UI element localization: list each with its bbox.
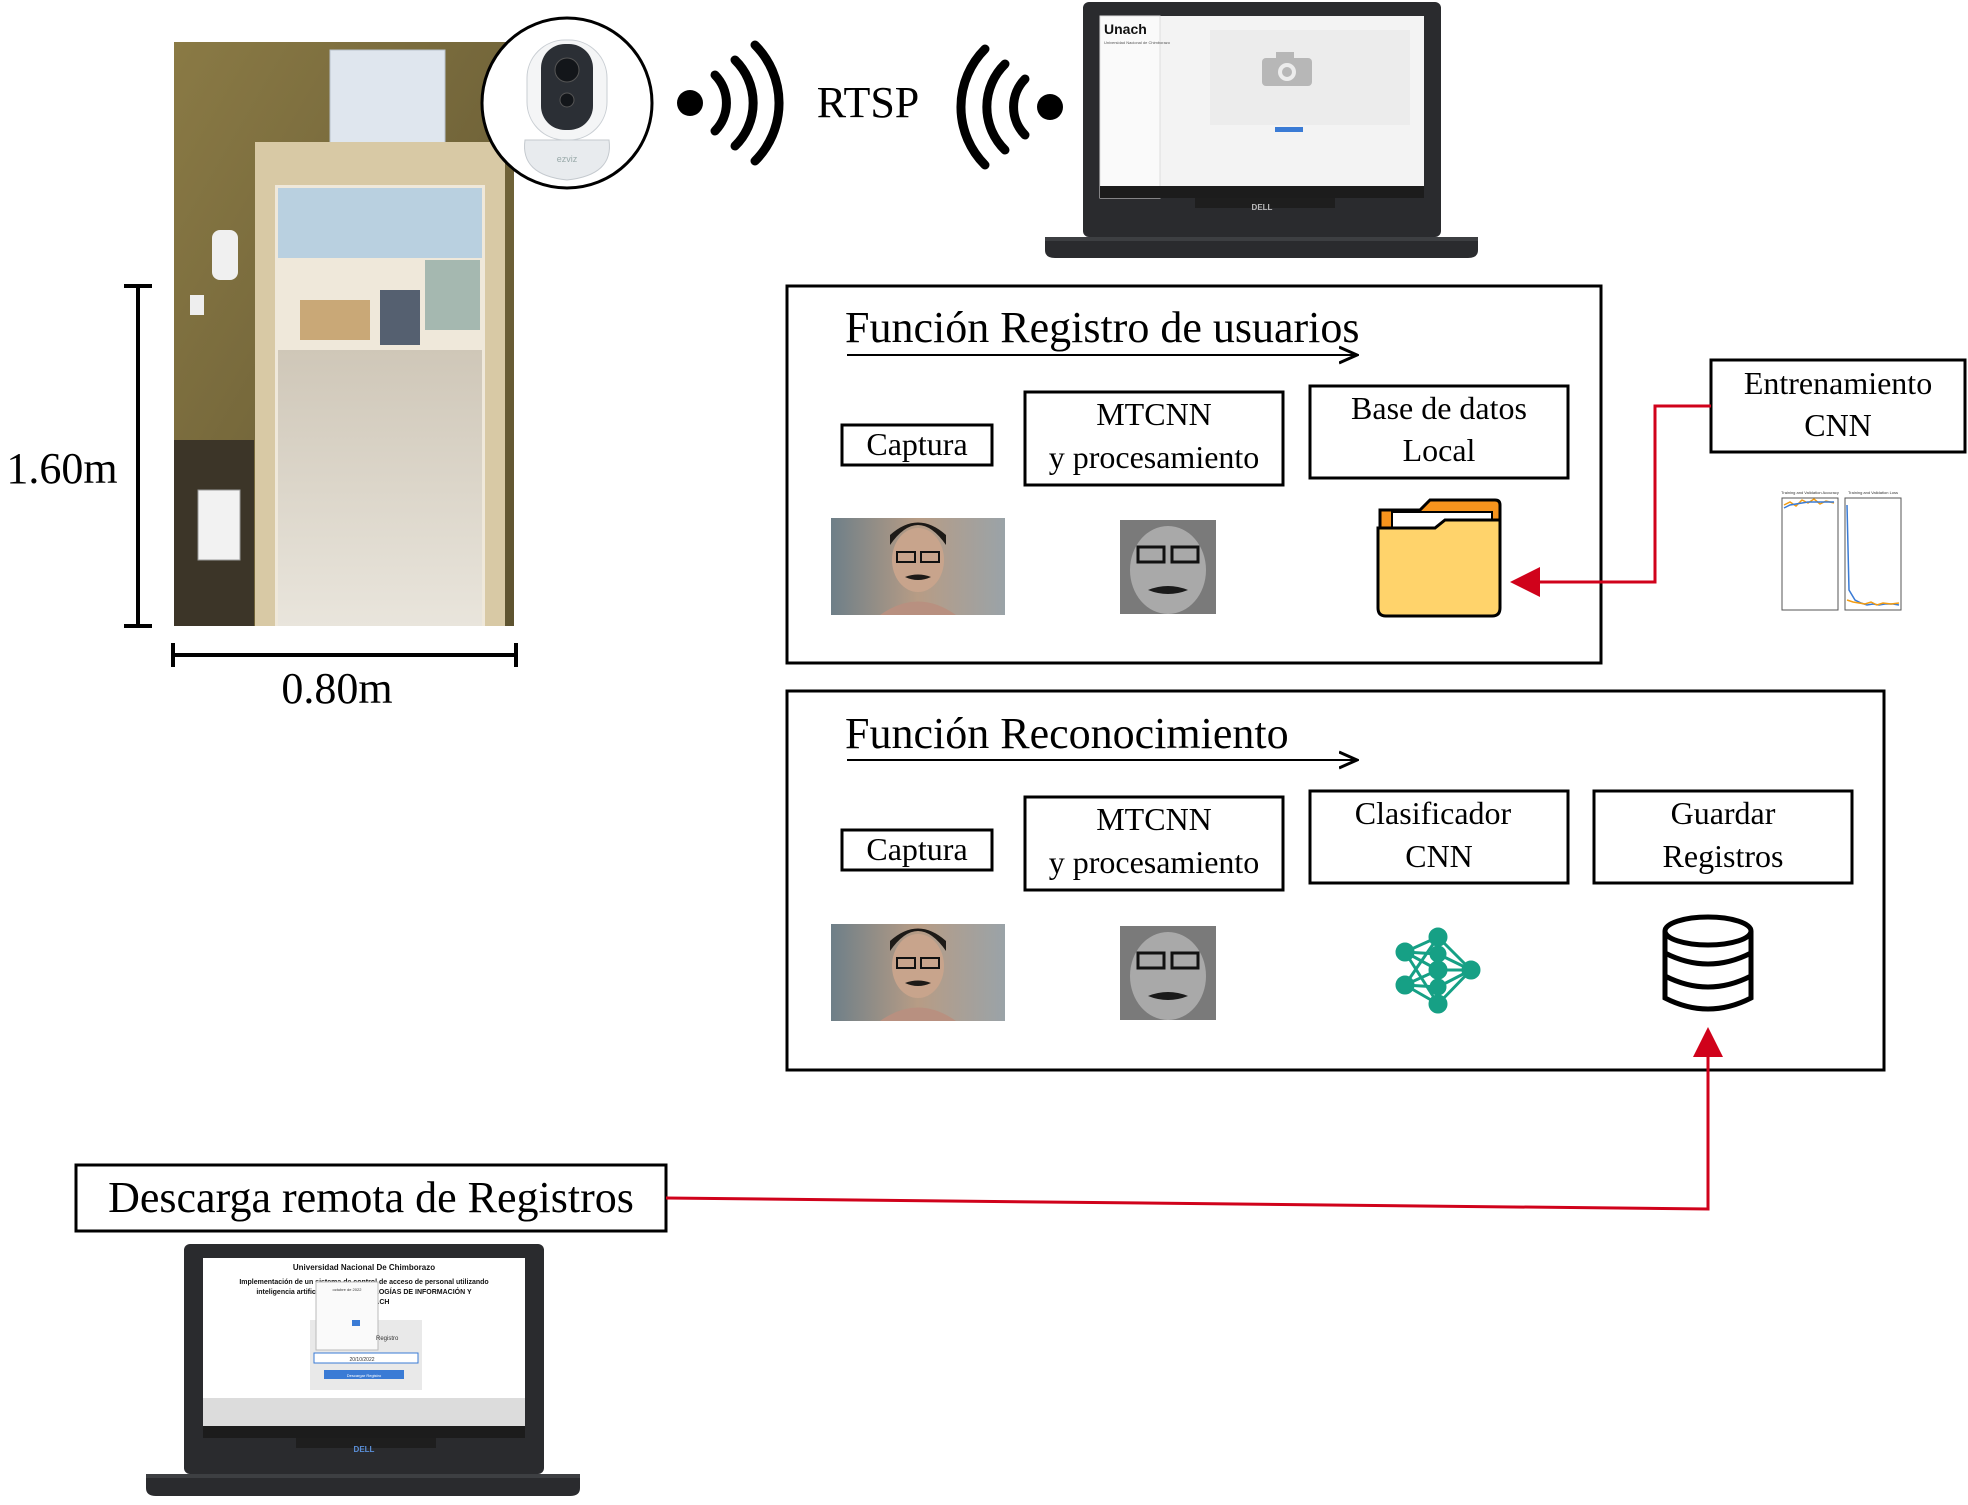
client-download-button: Descargar Registro — [347, 1373, 382, 1378]
registro-mtcnn-line2: y procesamiento — [1049, 439, 1260, 475]
server-laptop-icon: Unach Universidad Nacional de Chimborazo… — [1045, 2, 1478, 258]
neural-network-icon — [1395, 927, 1481, 1014]
clasificador-line1: Clasificador — [1355, 795, 1512, 831]
descarga-label: Descarga remota de Registros — [108, 1173, 634, 1222]
laptop-bottom-brand: DELL — [354, 1445, 375, 1454]
folder-icon — [1376, 498, 1502, 618]
registro-captura-label: Captura — [866, 426, 967, 462]
registro-processed-face — [1120, 520, 1216, 614]
guardar-line1: Guardar — [1671, 795, 1776, 831]
width-dimension — [171, 643, 518, 667]
guardar-line2: Registros — [1663, 838, 1784, 874]
client-laptop-icon: Universidad Nacional De Chimborazo Imple… — [146, 1244, 580, 1496]
registro-panel: Función Registro de usuarios Captura MTC… — [785, 284, 1603, 665]
camera-brand: ezviz — [557, 154, 578, 164]
reconocimiento-panel: Función Reconocimiento Captura MTCNN y p… — [785, 689, 1886, 1072]
rtsp-label: RTSP — [817, 78, 920, 127]
ip-camera-icon: ezviz — [480, 16, 654, 190]
registro-capture-photo — [831, 518, 1005, 615]
reconocimiento-mtcnn-line2: y procesamiento — [1049, 844, 1260, 880]
wifi-signal-right-icon — [677, 40, 784, 166]
width-label: 0.80m — [281, 664, 392, 713]
reconocimiento-capture-photo — [831, 924, 1005, 1021]
training-plots: Training and Validation Accuracy Trainin… — [1781, 490, 1902, 611]
wifi-signal-left-icon — [956, 44, 1063, 170]
unach-logo-sub: Universidad Nacional de Chimborazo — [1104, 40, 1171, 45]
registro-title: Función Registro de usuarios — [845, 303, 1360, 352]
laptop-top-brand: DELL — [1252, 203, 1273, 212]
entrenamiento-line1: Entrenamiento — [1744, 365, 1932, 401]
calendar-header: octubre de 2022 — [333, 1287, 363, 1292]
client-date-value: 20/10/2022 — [349, 1357, 374, 1363]
database-icon — [1662, 914, 1754, 1012]
registro-base-line2: Local — [1403, 432, 1476, 468]
height-dimension — [124, 284, 152, 628]
clasificador-line2: CNN — [1405, 838, 1473, 874]
client-screen-title: Universidad Nacional De Chimborazo — [293, 1263, 435, 1272]
plot-accuracy-title: Training and Validation Accuracy — [1781, 490, 1839, 495]
plot-loss-title: Training and Validation Loss — [1848, 490, 1898, 495]
reconocimiento-title: Función Reconocimiento — [845, 709, 1289, 758]
client-field-label: Registro — [376, 1336, 399, 1342]
registro-base-line1: Base de datos — [1351, 390, 1527, 426]
reconocimiento-captura-label: Captura — [866, 831, 967, 867]
entrenamiento-box: Entrenamiento CNN — [1709, 358, 1967, 454]
reconocimiento-mtcnn-line1: MTCNN — [1096, 801, 1212, 837]
height-label: 1.60m — [6, 444, 117, 493]
descarga-box: Descarga remota de Registros — [74, 1163, 668, 1233]
descarga-to-db-arrow — [665, 1027, 1723, 1211]
entrenamiento-line2: CNN — [1804, 407, 1872, 443]
reconocimiento-processed-face — [1120, 926, 1216, 1020]
training-to-db-arrow — [1510, 404, 1711, 597]
registro-mtcnn-line1: MTCNN — [1096, 396, 1212, 432]
door-photo — [174, 42, 514, 626]
unach-logo: Unach — [1104, 21, 1147, 37]
